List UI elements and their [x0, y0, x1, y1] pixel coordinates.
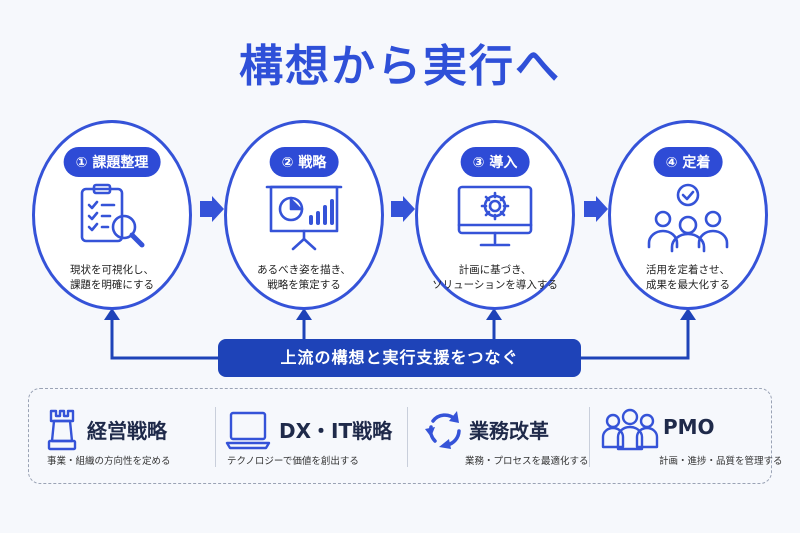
- laptop-icon: [225, 407, 271, 455]
- step-1-circle: ① 課題整理 現状を可視化し、課題を明確にする: [32, 120, 192, 310]
- service-dx-it-strategy: DX・IT戦略 テクノロジーで価値を創出する: [225, 389, 405, 485]
- step-2-description: あるべき姿を描き、戦略を策定する: [257, 264, 351, 291]
- service-pmo: PMO 計画・進捗・品質を管理する: [601, 389, 783, 485]
- divider: [589, 407, 590, 467]
- divider: [215, 407, 216, 467]
- service-name: PMO: [663, 415, 715, 439]
- step-3-label: ③ 導入: [460, 147, 530, 177]
- service-management-strategy: 経営戦略 事業・組織の方向性を定める: [47, 389, 217, 485]
- presentation-board-icon: [261, 183, 347, 255]
- flow-arrow-3: [584, 196, 608, 222]
- team-check-icon: [645, 183, 731, 257]
- chess-rook-icon: [47, 407, 77, 455]
- services-panel: 経営戦略 事業・組織の方向性を定める DX・IT戦略 テクノロジーで価値を創出す…: [28, 388, 783, 485]
- step-1-description: 現状を可視化し、課題を明確にする: [69, 264, 155, 291]
- arrowhead-up-3: [486, 308, 502, 320]
- service-description: 計画・進捗・品質を管理する: [659, 456, 783, 467]
- step-1-label: ① 課題整理: [63, 147, 161, 177]
- people-group-icon: [601, 407, 659, 455]
- step-3-circle: ③ 導入 計画に基づき、ソリューションを導入する: [415, 120, 575, 310]
- service-name: DX・IT戦略: [279, 419, 393, 443]
- clipboard-magnifier-icon: [72, 183, 152, 253]
- step-4-description: 活用を定着させ、成果を最大化する: [646, 264, 730, 291]
- flow-arrow-2: [391, 196, 415, 222]
- step-2-label: ② 戦略: [269, 147, 339, 177]
- service-description: 業務・プロセスを最適化する: [465, 456, 589, 467]
- service-description: テクノロジーで価値を創出する: [227, 456, 359, 467]
- step-2-circle: ② 戦略 あるべき姿を描き、戦略を策定する: [224, 120, 384, 310]
- page-title: 構想から実行へ: [239, 41, 561, 92]
- arrowhead-up-1: [104, 308, 120, 320]
- step-4-circle: ④ 定着 活用を定着させ、成果を最大化する: [608, 120, 768, 310]
- divider: [407, 407, 408, 467]
- arrowhead-up-2: [296, 308, 312, 320]
- service-description: 事業・組織の方向性を定める: [47, 456, 171, 467]
- monitor-gear-icon: [453, 183, 537, 255]
- flow-arrow-1: [200, 196, 224, 222]
- connect-banner: 上流の構想と実行支援をつなぐ: [218, 339, 581, 377]
- service-name: 経営戦略: [87, 419, 167, 443]
- cycle-arrows-icon: [425, 407, 465, 455]
- step-3-description: 計画に基づき、ソリューションを導入する: [432, 264, 558, 291]
- service-name: 業務改革: [469, 419, 549, 443]
- step-4-label: ④ 定着: [653, 147, 723, 177]
- service-business-reform: 業務改革 業務・プロセスを最適化する: [425, 389, 595, 485]
- arrowhead-up-4: [680, 308, 696, 320]
